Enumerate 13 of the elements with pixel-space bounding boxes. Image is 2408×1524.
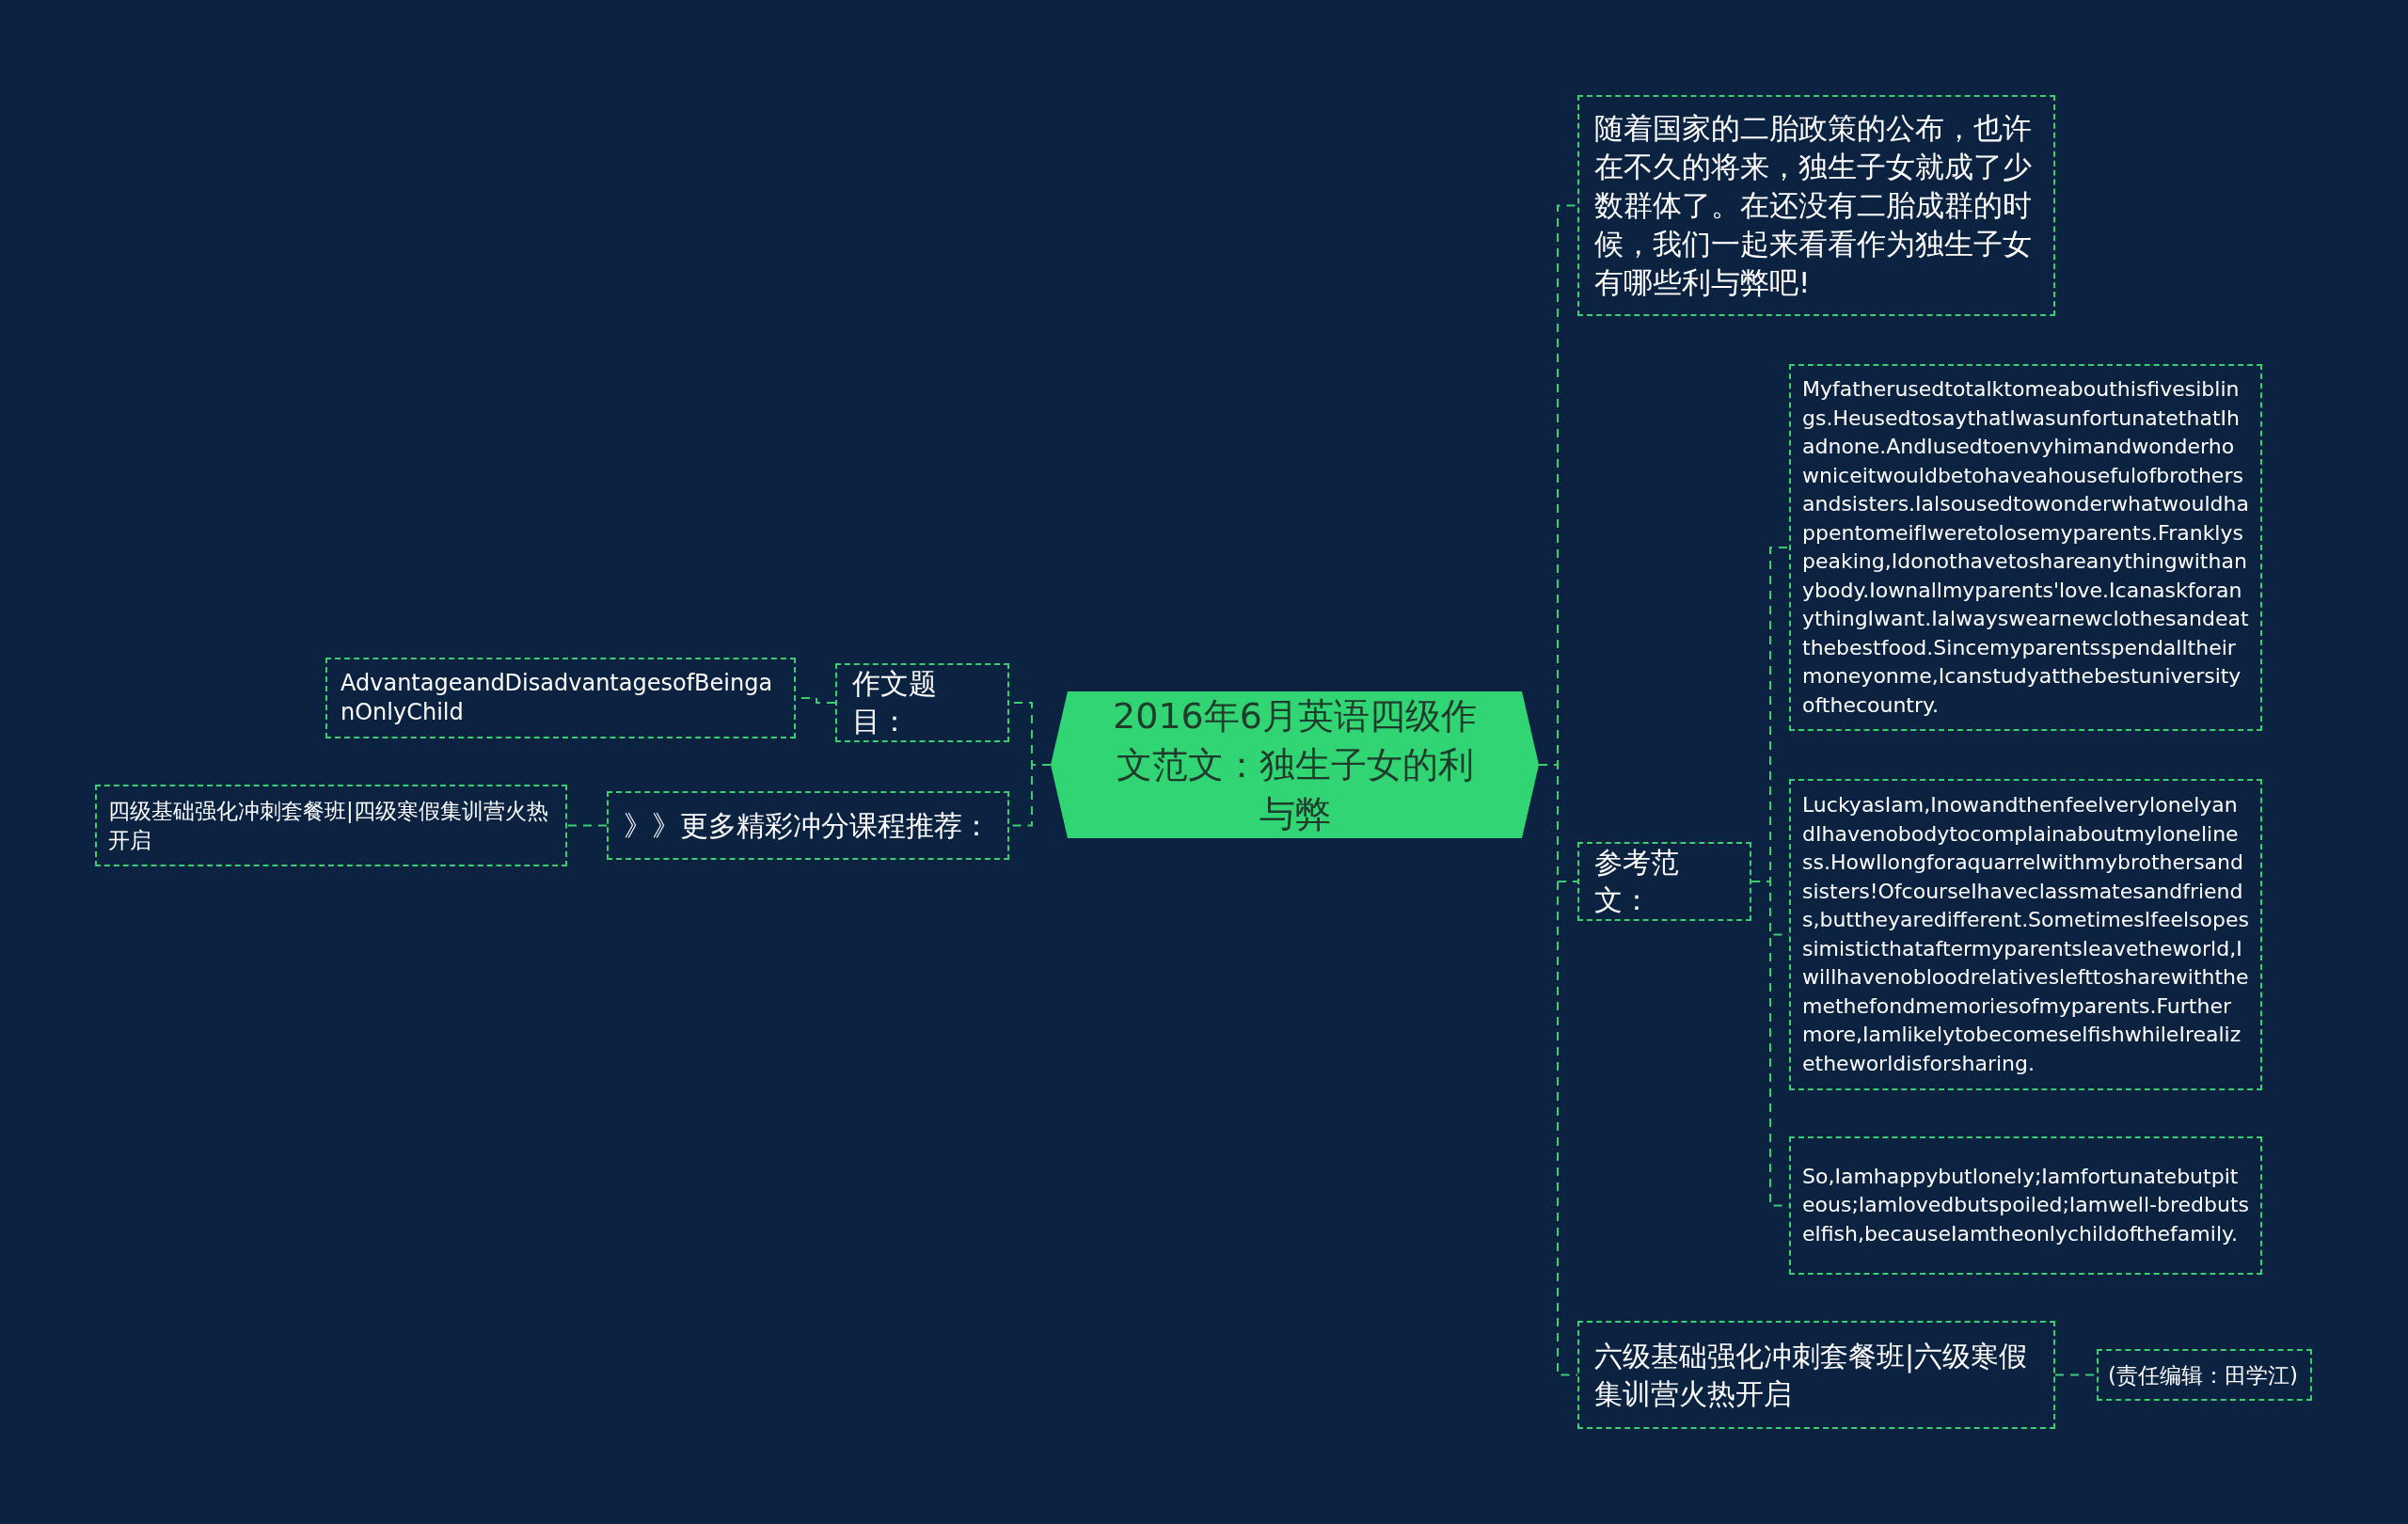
central-topic: 2016年6月英语四级作文范文：独生子女的利与弊 bbox=[1051, 691, 1539, 838]
topic-box: 随着国家的二胎政策的公布，也许在不久的将来，独生子女就成了少数群体了。在还没有二胎成群的时候，我们一起来看看作为独生子女有哪些利与弊吧! bbox=[1577, 95, 2055, 316]
paragraph-box: LuckyasIam,InowandthenfeelverylonelyandIhavenobodytocomplainaboutmyloneliness.HowIlongforaquarrelwithmybrothersandsisters!OfcourseIhaveclassmatesandfriends,buttheyaredifferent.SometimesIfeelsopessimisticthataftermyparentsleavetheworld,Iwillhavenobloodrelativeslefttosharewiththemethefondmemoriesofmyparents.Furthermore,IamlikelytobecomeselfishwhileIrealizetheworldisforsharing. bbox=[1789, 779, 2262, 1090]
connector bbox=[566, 824, 608, 827]
topic-box: 四级基础强化冲刺套餐班|四级寒假集训营火热开启 bbox=[95, 785, 567, 866]
paragraph-box: Myfatherusedtotalktomeabouthisfivesiblings.HeusedtosaythatIwasunfortunatethatIhadnone.AndIusedtoenvyhimandwonderhowniceitwouldbetohaveahousefulofbrothersandsisters.IalsousedtowonderwhatwouldhappentomeifIweretolosemyparents.Franklyspeaking,Idonothavetoshareanythingwithanybody.Iownallmyparents'love.IcanaskforanythingIwant.Ialwayswearnewclothesandeatthebestfood.Sincemyparentsspendalltheirmoneyonme,Icanstudyatthebestuniversityofthecountry. bbox=[1789, 364, 2262, 731]
topic-box: 参考范文： bbox=[1577, 842, 1751, 921]
topic-box: 作文题目： bbox=[835, 663, 1009, 742]
topic-box: AdvantageandDisadvantagesofBeinganOnlyChild bbox=[325, 658, 796, 738]
topic-box: 六级基础强化冲刺套餐班|六级寒假集训营火热开启 bbox=[1577, 1321, 2055, 1429]
topic-box: 》》更多精彩冲分课程推荐： bbox=[607, 791, 1009, 860]
note-box: (责任编辑：田学江) bbox=[2097, 1349, 2312, 1401]
paragraph-box: So,Iamhappybutlonely;Iamfortunatebutpiteous;Iamlovedbutspoiled;Iamwell-bredbutselfish,becauseIamtheonlychildofthefamily. bbox=[1789, 1136, 2262, 1275]
